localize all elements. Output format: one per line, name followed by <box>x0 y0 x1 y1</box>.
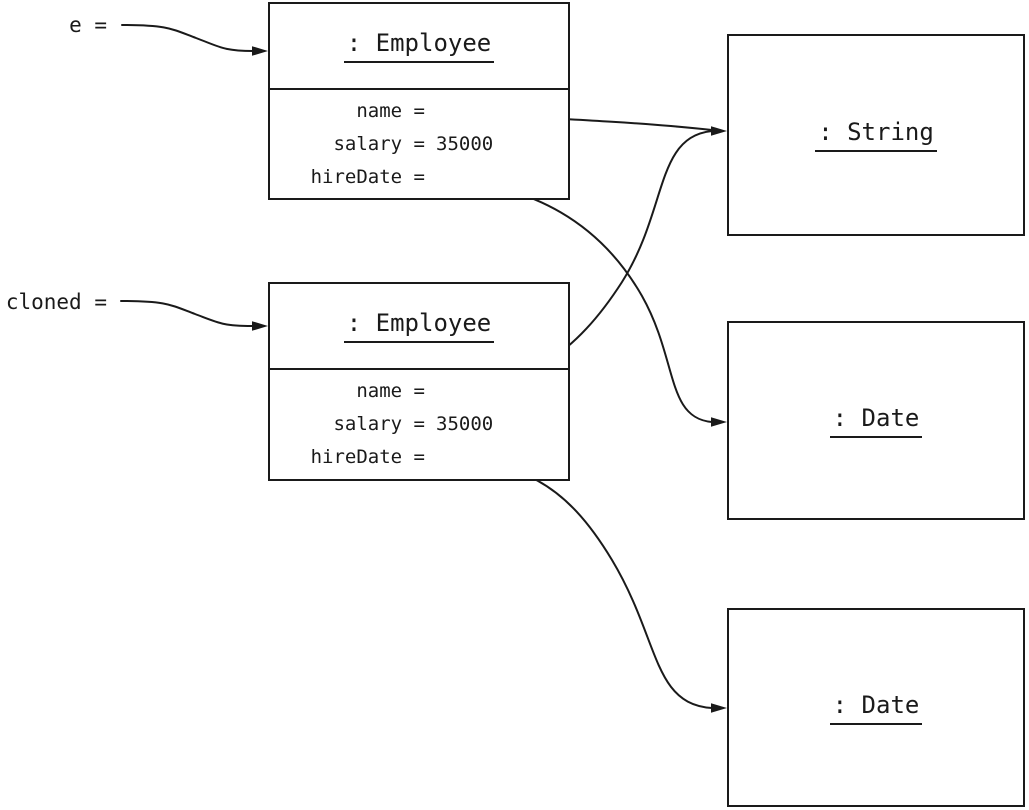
field-label-hiredate: hireDate = <box>310 166 425 188</box>
field-label-salary: salary = <box>333 413 425 435</box>
arrow-cloned-to-employee2 <box>120 300 253 327</box>
field-row-hiredate: hireDate = <box>270 441 568 474</box>
object-title: : Employee <box>343 309 495 343</box>
object-title: : Employee <box>343 29 495 63</box>
field-value-salary: 35000 <box>436 413 494 435</box>
field-row-salary: salary = 35000 <box>270 408 568 441</box>
field-label-hiredate: hireDate = <box>310 446 425 468</box>
string-object: : String <box>727 34 1025 236</box>
object-title-compartment: : String <box>729 36 1023 234</box>
object-title: : Date <box>829 691 923 725</box>
arrowhead-e-to-employee1 <box>252 46 268 56</box>
field-row-hiredate: hireDate = <box>270 161 568 194</box>
field-label-salary: salary = <box>333 133 425 155</box>
employee-object-original: : Employee name = salary = 35000 hireDat… <box>268 2 570 200</box>
object-title-compartment: : Date <box>729 323 1023 518</box>
object-fields-compartment: name = salary = 35000 hireDate = <box>270 90 568 194</box>
field-row-name: name = <box>270 95 568 128</box>
arrowhead-hiredate-to-date2 <box>711 703 727 713</box>
pointer-label-cloned: cloned = <box>5 290 107 314</box>
date-object-clone: : Date <box>727 608 1025 807</box>
employee-object-clone: : Employee name = salary = 35000 hireDat… <box>268 282 570 481</box>
field-label-name: name = <box>356 380 425 402</box>
date-object-original: : Date <box>727 321 1025 520</box>
object-title-compartment: : Date <box>729 610 1023 805</box>
arrowhead-names-to-string <box>711 126 727 136</box>
arrow-employee2-hiredate-to-date2 <box>432 458 713 709</box>
object-title: : String <box>815 118 937 152</box>
arrow-e-to-employee1 <box>121 24 254 52</box>
field-row-name: name = <box>270 375 568 408</box>
object-title-compartment: : Employee <box>270 4 568 90</box>
object-title-compartment: : Employee <box>270 284 568 370</box>
field-value-salary: 35000 <box>436 133 494 155</box>
field-row-salary: salary = 35000 <box>270 128 568 161</box>
field-label-name: name = <box>356 100 425 122</box>
arrowhead-cloned-to-employee2 <box>252 321 268 331</box>
arrowhead-hiredate-to-date1 <box>711 417 727 427</box>
object-fields-compartment: name = salary = 35000 hireDate = <box>270 370 568 474</box>
pointer-label-e: e = <box>69 13 107 37</box>
object-title: : Date <box>829 404 923 438</box>
